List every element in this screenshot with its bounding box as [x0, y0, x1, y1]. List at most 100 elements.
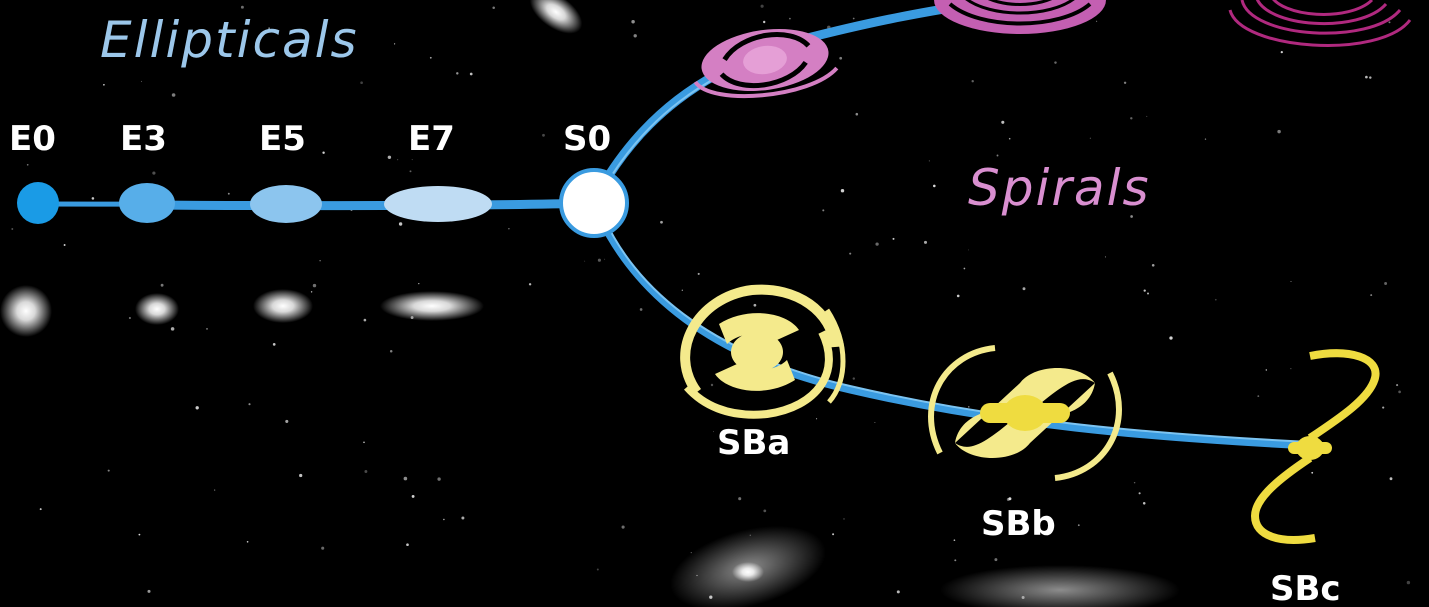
star — [633, 34, 637, 38]
label-e3: E3 — [120, 119, 167, 159]
star — [1398, 390, 1401, 394]
star — [832, 533, 835, 536]
star — [1388, 21, 1391, 24]
star — [206, 328, 208, 330]
star — [1022, 287, 1026, 291]
spiral-sb-glyph — [934, 0, 1106, 34]
star — [1204, 138, 1207, 140]
star — [631, 20, 635, 24]
star — [596, 568, 599, 571]
star — [195, 406, 199, 410]
star — [710, 383, 714, 387]
star — [963, 267, 966, 270]
elliptical-e5-glyph — [250, 185, 322, 223]
elliptical-e3-glyph — [119, 183, 175, 223]
star — [1365, 75, 1368, 79]
star — [160, 283, 164, 287]
star — [855, 112, 859, 116]
star — [170, 327, 175, 331]
elliptical-e0-glyph — [17, 182, 59, 224]
star — [954, 559, 957, 562]
star — [1008, 137, 1011, 140]
star — [763, 509, 767, 513]
star — [1280, 50, 1283, 54]
star — [822, 209, 825, 212]
star — [1130, 215, 1133, 218]
star — [840, 188, 845, 193]
star — [127, 147, 130, 150]
star — [896, 590, 900, 594]
star — [1396, 384, 1399, 387]
star — [272, 343, 276, 346]
label-e7: E7 — [408, 119, 455, 159]
galaxy-photo-e3 — [135, 293, 179, 325]
star — [1147, 292, 1149, 295]
galaxy-photo-e7 — [380, 291, 484, 321]
lenticular-s0-glyph — [559, 168, 629, 238]
star — [1133, 481, 1136, 484]
barred-spiral-sbb-glyph — [928, 345, 1122, 481]
star — [968, 406, 970, 408]
star — [240, 5, 244, 9]
galaxy-photo-top — [529, 0, 583, 34]
star — [312, 283, 317, 288]
star — [128, 316, 131, 320]
star — [91, 197, 95, 200]
star — [923, 240, 928, 244]
star — [171, 93, 176, 97]
label-sba: SBa — [717, 423, 790, 463]
star — [1290, 281, 1292, 282]
star — [299, 473, 303, 478]
star — [1123, 81, 1127, 85]
galaxy-photos — [0, 0, 1180, 607]
star — [322, 151, 325, 154]
star — [1138, 492, 1141, 495]
galaxy-photo-e0 — [0, 285, 52, 337]
ellipticals-group-title: Ellipticals — [100, 11, 359, 69]
star — [508, 228, 510, 230]
star — [956, 294, 960, 298]
star — [697, 272, 700, 275]
star — [994, 558, 998, 562]
star — [681, 289, 683, 291]
star — [214, 489, 216, 491]
star — [387, 155, 392, 160]
star — [248, 403, 251, 406]
star — [839, 56, 843, 60]
star — [597, 258, 601, 262]
star — [107, 469, 110, 472]
star — [1382, 406, 1385, 409]
star — [1087, 179, 1089, 182]
star — [1096, 20, 1098, 22]
star — [874, 422, 876, 424]
star — [639, 308, 643, 311]
star — [928, 160, 931, 162]
barred-spiral-sbc-glyph — [1250, 349, 1380, 544]
star — [285, 419, 289, 423]
star — [1389, 477, 1393, 481]
star — [875, 242, 879, 246]
star — [461, 516, 465, 520]
star — [1104, 256, 1106, 258]
star — [321, 546, 325, 550]
star — [429, 56, 432, 59]
label-sbc: SBc — [1270, 569, 1341, 607]
star — [1142, 502, 1146, 505]
star — [1008, 497, 1012, 501]
class-labels: E0 E3 E5 E7 S0 SBa SBb SBc — [9, 119, 1341, 607]
star — [227, 192, 230, 195]
star — [1077, 524, 1080, 527]
star — [621, 525, 625, 529]
star — [310, 291, 313, 293]
spiral-sc-glyph — [1228, 0, 1412, 47]
star — [138, 533, 141, 536]
star — [1146, 115, 1148, 117]
star — [1169, 336, 1173, 340]
label-s0: S0 — [563, 119, 611, 159]
star — [1277, 129, 1281, 134]
star — [39, 508, 42, 511]
star — [1214, 298, 1217, 301]
star — [1054, 61, 1057, 64]
star — [63, 244, 66, 246]
star — [456, 72, 459, 75]
